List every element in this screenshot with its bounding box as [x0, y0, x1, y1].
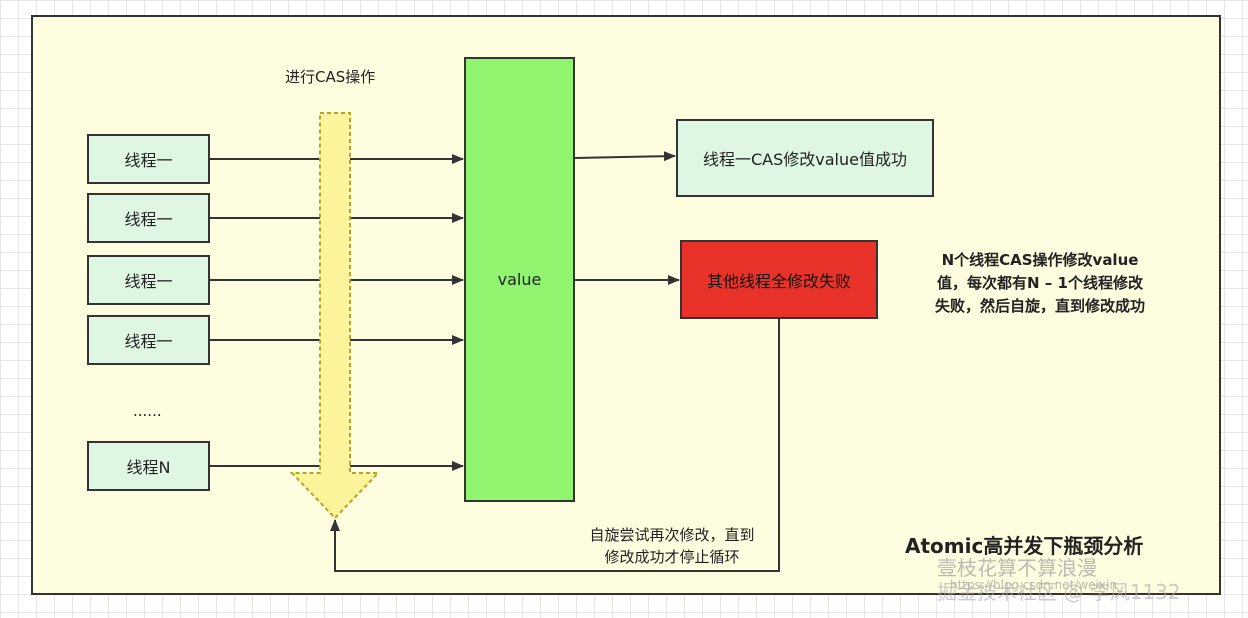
note-line-3: 失败，然后自旋，直到修改成功	[934, 297, 1145, 315]
fail-box: 其他线程全修改失败	[680, 240, 878, 319]
spin-loop-arrow	[330, 319, 780, 572]
watermark-url: https://blog.csdn.net/weixin_	[950, 578, 1123, 592]
watermark-main: 壹枝花算不算浪漫	[937, 556, 1097, 580]
spin-loop-note: 自旋尝试再次修改，直到 修改成功才停止循环	[562, 524, 782, 568]
value-to-success-arrow	[574, 151, 676, 162]
note-line-2: 值，每次都有N – 1个线程修改	[937, 274, 1143, 292]
note-line-1: N个线程CAS操作修改value	[941, 251, 1139, 269]
diagram-caption: Atomic高并发下瓶颈分析	[905, 534, 1144, 558]
thread-box-n: 线程N	[87, 441, 210, 491]
diagram-frame	[31, 15, 1221, 595]
cas-operation-label: 进行CAS操作	[285, 68, 376, 86]
cas-block-arrow	[289, 112, 381, 520]
explanation-note: N个线程CAS操作修改value 值，每次都有N – 1个线程修改 失败，然后自…	[905, 249, 1175, 318]
loop-line-2: 修改成功才停止循环	[604, 548, 740, 566]
watermark-sub: 掘金技术社区 @ 李风1132	[937, 580, 1181, 604]
threads-ellipsis: ......	[133, 402, 162, 420]
thread-box-2: 线程一	[87, 193, 210, 243]
thread-box-1: 线程一	[87, 134, 210, 184]
value-box: value	[464, 57, 575, 502]
thread-box-3: 线程一	[87, 255, 210, 305]
loop-line-1: 自旋尝试再次修改，直到	[589, 526, 755, 544]
success-box: 线程一CAS修改value值成功	[676, 119, 934, 197]
thread-box-4: 线程一	[87, 315, 210, 365]
